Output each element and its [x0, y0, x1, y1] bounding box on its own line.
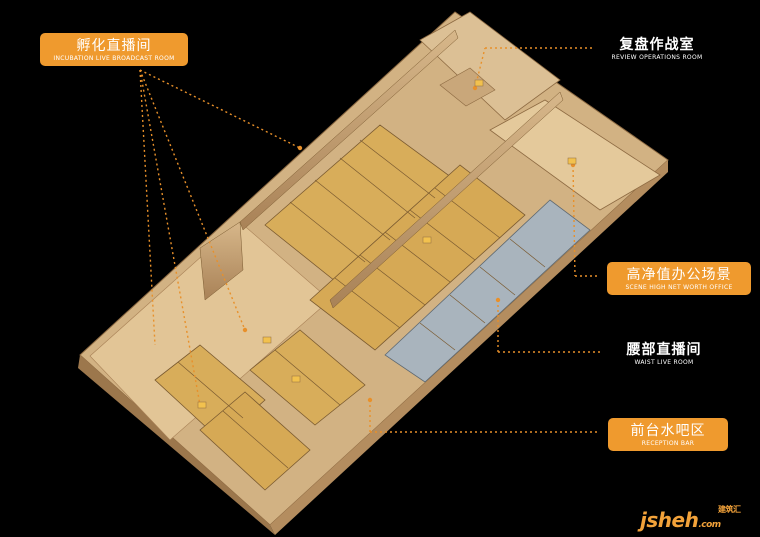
scene-office-subtitle: SCENE HIGH NET WORTH OFFICE	[625, 284, 733, 291]
reception-bar-subtitle: RECEPTION BAR	[641, 440, 695, 447]
scene-office-title: 高净值办公场景	[626, 267, 732, 283]
reception-bar-label: 前台水吧区 RECEPTION BAR	[608, 418, 728, 451]
review-room-title: 复盘作战室	[619, 37, 695, 53]
watermark-dot: .com	[698, 520, 721, 530]
leader-lines	[139, 47, 600, 433]
interior-walls	[199, 29, 564, 309]
review-room-label: 复盘作战室 REVIEW OPERATIONS ROOM	[602, 36, 712, 62]
incubation-room-label: 孵化直播间 INCUBATION LIVE BROADCAST ROOM	[40, 33, 188, 66]
waist-room-subtitle: WAIST LIVE ROOM	[634, 359, 694, 366]
reception-bar-title: 前台水吧区	[630, 423, 706, 439]
waist-room-title: 腰部直播间	[626, 342, 702, 358]
incubation-room-subtitle: INCUBATION LIVE BROADCAST ROOM	[53, 55, 175, 62]
building-facade-side	[270, 160, 668, 535]
room-markers	[197, 79, 577, 409]
waist-room-row	[384, 199, 591, 383]
building-facade-front	[78, 355, 275, 535]
review-room-table	[439, 67, 496, 107]
scene-office-label: 高净值办公场景 SCENE HIGH NET WORTH OFFICE	[607, 262, 751, 295]
incubation-block-b	[199, 391, 311, 491]
review-room-subtitle: REVIEW OPERATIONS ROOM	[611, 54, 703, 61]
incubation-room-title: 孵化直播间	[76, 38, 152, 54]
watermark-text: jsheh	[640, 508, 699, 532]
waist-room-label: 腰部直播间 WAIST LIVE ROOM	[612, 341, 716, 367]
watermark-logo: jsheh.com 建筑汇	[640, 505, 741, 532]
watermark-sub: 建筑汇	[718, 505, 741, 514]
